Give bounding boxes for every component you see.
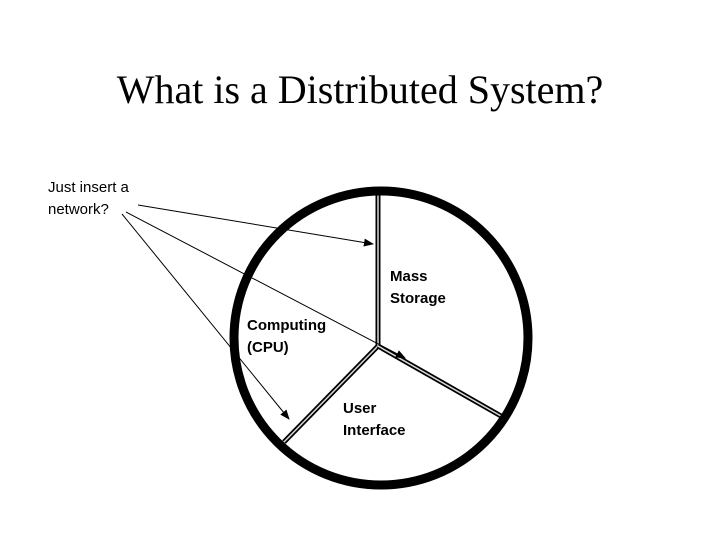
arrow-to-left-divider <box>121 213 290 420</box>
computing-line-2: (CPU) <box>247 339 289 356</box>
network-callout: Just insert a network? <box>48 177 168 221</box>
arrow-to-right-divider <box>125 211 406 359</box>
user-interface-label: User Interface <box>343 398 406 442</box>
divider-lower-left <box>282 344 380 444</box>
mass-storage-label: Mass Storage <box>390 266 446 310</box>
user-interface-line-2: Interface <box>343 422 406 439</box>
mass-storage-line-2: Storage <box>390 290 446 307</box>
computing-line-1: Computing <box>247 317 327 334</box>
arrow-to-top-divider <box>137 204 374 247</box>
callout-line-1: Just insert a <box>48 179 129 196</box>
system-circle <box>229 186 533 490</box>
mass-storage-line-1: Mass <box>390 268 428 285</box>
callout-line-2: network? <box>48 201 109 218</box>
user-interface-line-1: User <box>343 400 377 417</box>
computing-label: Computing (CPU) <box>247 315 326 359</box>
slide-title: What is a Distributed System? <box>116 67 604 112</box>
